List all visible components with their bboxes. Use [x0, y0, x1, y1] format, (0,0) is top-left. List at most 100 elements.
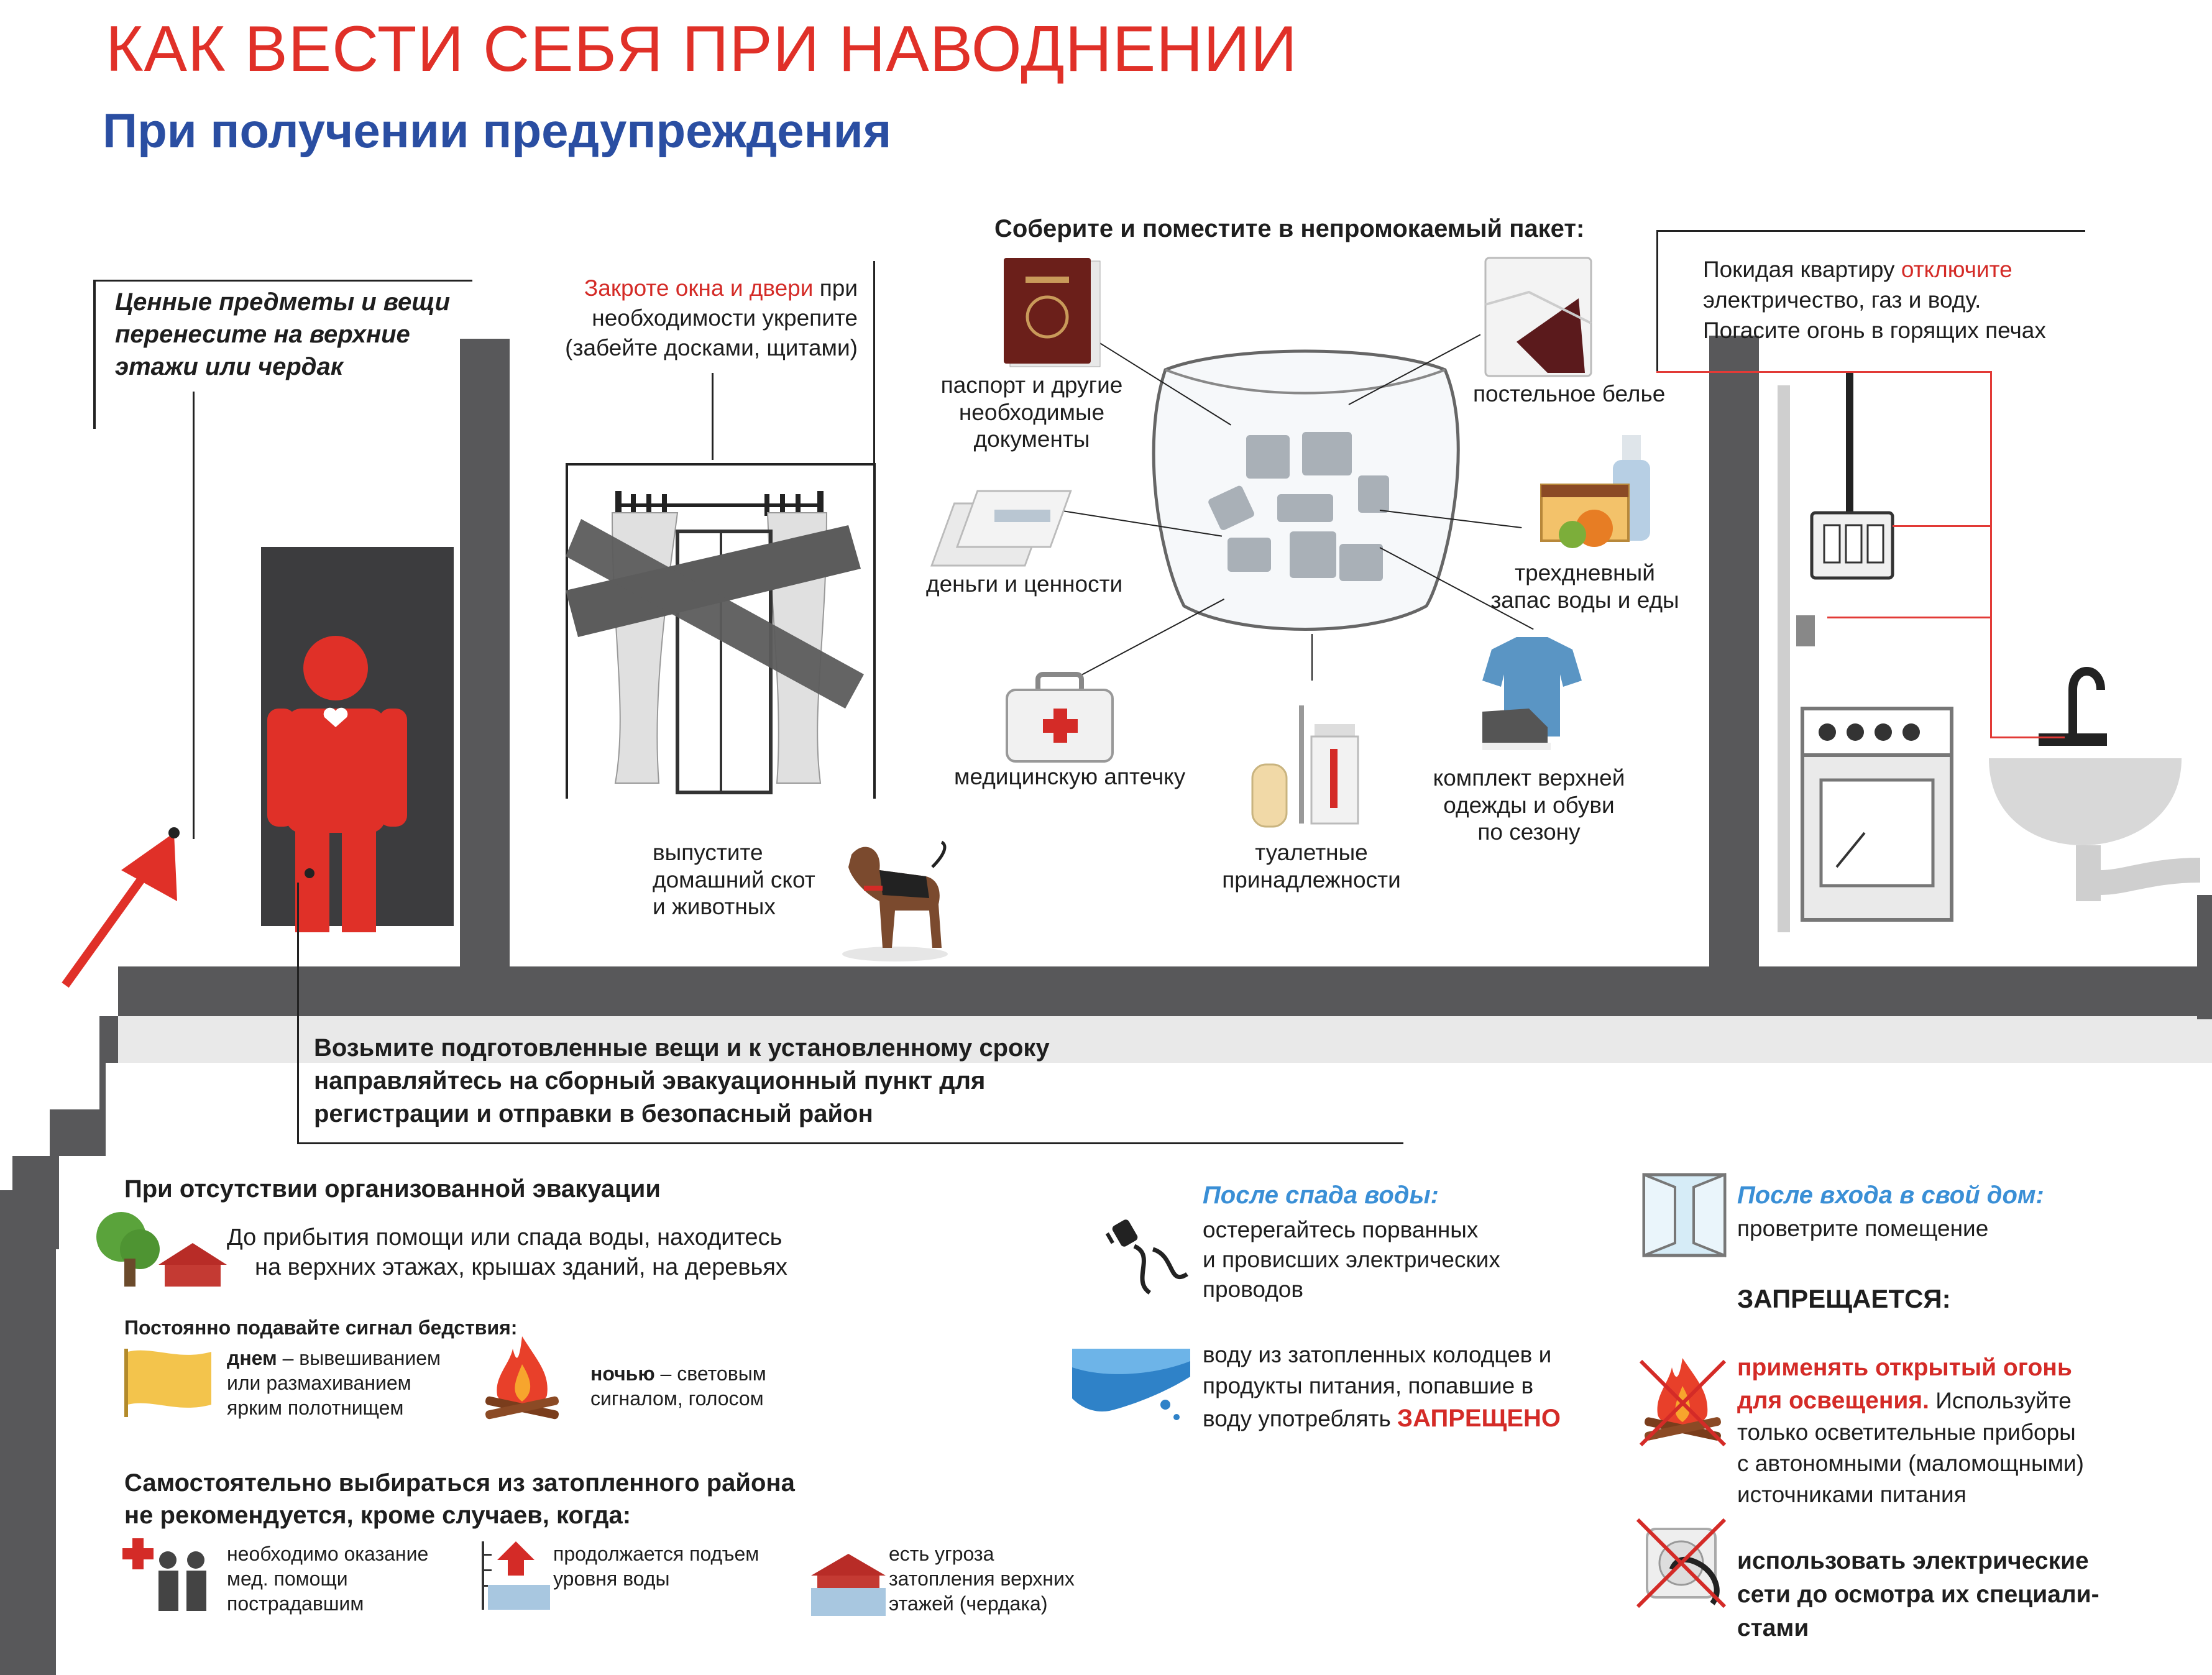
- passport-label: паспорт и другие необходимые документы: [920, 372, 1144, 453]
- evacuation-line-1: Возьмите подготовленные вещи и к установ…: [314, 1034, 1050, 1062]
- case-medical-2: мед. помощи: [227, 1567, 348, 1590]
- red-leader-v: [1990, 371, 1992, 738]
- water-line-3: воду употреблять: [1203, 1405, 1398, 1431]
- water-line-2: продукты питания, попавшие в: [1203, 1372, 1534, 1398]
- day-line-2: или размахиванием: [227, 1372, 411, 1394]
- flooded-house-icon: [811, 1554, 886, 1616]
- water-wave-icon: [1072, 1349, 1190, 1420]
- case-water: продолжается подъем уровня воды: [553, 1541, 759, 1591]
- valuables-line-2: перенесите на верхние: [115, 321, 410, 348]
- windows-text: Закроте окна и двери при необходимости у…: [559, 273, 858, 363]
- fire-red-1: применять открытый огонь: [1737, 1354, 2072, 1381]
- valuables-line-3: этажи или чердак: [115, 353, 343, 380]
- prohibited-title: ЗАПРЕЩАЕТСЯ:: [1737, 1284, 1951, 1313]
- bed-linen-icon: [1484, 257, 1592, 377]
- leave-leader-red: [1656, 371, 1992, 373]
- clothes-label: комплект верхней одежды и обуви по сезон…: [1430, 764, 1628, 846]
- money-icon: [930, 490, 1072, 567]
- after-water-wires: остерегайтесь порванных и провисших элек…: [1203, 1215, 1500, 1305]
- case-water-2: уровня воды: [553, 1567, 670, 1590]
- fire-rest-first: Используйте: [1929, 1387, 2072, 1413]
- toiletries-line-2: принадлежности: [1222, 866, 1401, 893]
- evacuation-line-3: регистрации и отправки в безопасный райо…: [314, 1100, 873, 1128]
- toiletries-line-1: туалетные: [1255, 840, 1368, 865]
- boarded-window-icon: [566, 463, 876, 799]
- no-fire-text: применять открытый огонь для освещения. …: [1737, 1352, 2084, 1510]
- person-icon: [267, 636, 407, 932]
- wires-line-2: и провисших электрических: [1203, 1247, 1500, 1273]
- day-signal: днем – вывешиванием или размахиванием яр…: [227, 1346, 441, 1420]
- passport-icon: [1004, 258, 1101, 367]
- evacuation-text: Возьмите подготовленные вещи и к установ…: [314, 1032, 1050, 1131]
- case-upper-1: есть угроза: [889, 1543, 994, 1565]
- passport-line-2: необходимые: [958, 399, 1105, 425]
- animals-text: выпустите домашний скот и животных: [653, 839, 815, 920]
- windows-lead: Закроте окна и двери: [584, 275, 814, 301]
- fire-rest-1: только осветительные приборы: [1737, 1420, 2076, 1446]
- stair-wall: [12, 1156, 56, 1675]
- no-electricity-text: использовать электрические сети до осмот…: [1737, 1544, 2100, 1645]
- self-rescue-title-1: Самостоятельно выбираться из затопленног…: [124, 1469, 795, 1497]
- passport-line-3: документы: [973, 426, 1090, 452]
- clothes-line-1: комплект верхней: [1433, 765, 1625, 791]
- door-leader-h: [297, 1142, 1403, 1144]
- food-water-icon: [1540, 435, 1650, 548]
- passport-line-1: паспорт и другие: [940, 372, 1123, 398]
- tree-house-icon: [96, 1212, 227, 1287]
- no-fire-icon: [1639, 1358, 1727, 1447]
- valuables-leader-top: [93, 280, 472, 282]
- windows-line-2: необходимости укрепите: [592, 305, 858, 331]
- leave-line-2: электричество, газ и воду.: [1703, 287, 1981, 313]
- fire-red-2: для освещения.: [1737, 1387, 1929, 1414]
- leave-line-3: Погасите огонь в горящих печах: [1703, 317, 2046, 343]
- clothes-icon: [1482, 637, 1582, 750]
- fire-rest-2: с автономными (маломощными): [1737, 1451, 2084, 1477]
- case-water-1: продолжается подъем: [553, 1543, 760, 1565]
- water-rise-icon: [482, 1541, 550, 1610]
- windows-line-3: (забейте досками, щитами): [565, 335, 858, 361]
- night-line-2: сигналом, голосом: [590, 1387, 764, 1410]
- food-line-2: запас воды и еды: [1490, 587, 1679, 613]
- self-rescue-title: Самостоятельно выбираться из затопленног…: [124, 1467, 795, 1531]
- toiletries-icon: [1251, 705, 1359, 828]
- case-medical-3: пострадавшим: [227, 1592, 364, 1615]
- floor-slab: [168, 966, 2212, 1016]
- wall-left: [460, 339, 510, 979]
- toiletries-leader: [1311, 634, 1313, 681]
- leave-text: Покидая квартиру отключите электричество…: [1703, 255, 2046, 346]
- arrow-leader: [193, 392, 195, 839]
- signal-title: Постоянно подавайте сигнал бедствия:: [124, 1316, 518, 1339]
- elec-line-2: сети до осмотра их специали-: [1737, 1581, 2100, 1608]
- valuables-text: Ценные предметы и вещи перенесите на вер…: [115, 286, 450, 383]
- case-medical: необходимо оказание мед. помощи пострада…: [227, 1541, 428, 1616]
- window-leader: [712, 373, 714, 460]
- firstaid-label: медицинскую аптечку: [954, 764, 1186, 789]
- no-socket-icon: [1636, 1518, 1727, 1608]
- case-upper: есть угроза затопления верхних этажей (ч…: [889, 1541, 1075, 1616]
- forbidden-label: ЗАПРЕЩЕНО: [1397, 1404, 1561, 1432]
- medical-help-icon: [122, 1538, 206, 1611]
- valuables-line-1: Ценные предметы и вещи: [115, 288, 451, 316]
- no-evac-line-1: До прибытия помощи или спада воды, наход…: [227, 1224, 782, 1251]
- leave-leader-top: [1656, 230, 2085, 232]
- first-aid-kit-icon: [1006, 672, 1114, 763]
- utilities-icon: [1778, 373, 2201, 932]
- flag-icon: [124, 1349, 211, 1417]
- pack-title: Соберите и поместите в непромокаемый пак…: [994, 215, 1585, 242]
- no-evac-text: До прибытия помощи или спада воды, наход…: [227, 1223, 787, 1282]
- money-label: деньги и ценности: [926, 571, 1123, 597]
- after-water-title: После спада воды:: [1203, 1182, 1439, 1209]
- food-line-1: трехдневный: [1515, 560, 1655, 585]
- waterproof-bag-icon: [1152, 349, 1460, 631]
- windows-rest: при: [813, 275, 858, 301]
- dog-icon: [842, 840, 948, 961]
- door-leader-v: [297, 883, 299, 1144]
- day-line-3: ярким полотнищем: [227, 1397, 404, 1419]
- wires-line-3: проводов: [1203, 1277, 1304, 1303]
- linen-label: постельное белье: [1473, 381, 1666, 406]
- night-signal: ночью – световым сигналом, голосом: [590, 1361, 766, 1411]
- elec-line-1: использовать электрические: [1737, 1548, 2089, 1574]
- clothes-line-3: по сезону: [1477, 819, 1581, 845]
- case-upper-3: этажей (чердака): [889, 1592, 1048, 1615]
- page-title: КАК ВЕСТИ СЕБЯ ПРИ НАВОДНЕНИИ: [106, 13, 1298, 85]
